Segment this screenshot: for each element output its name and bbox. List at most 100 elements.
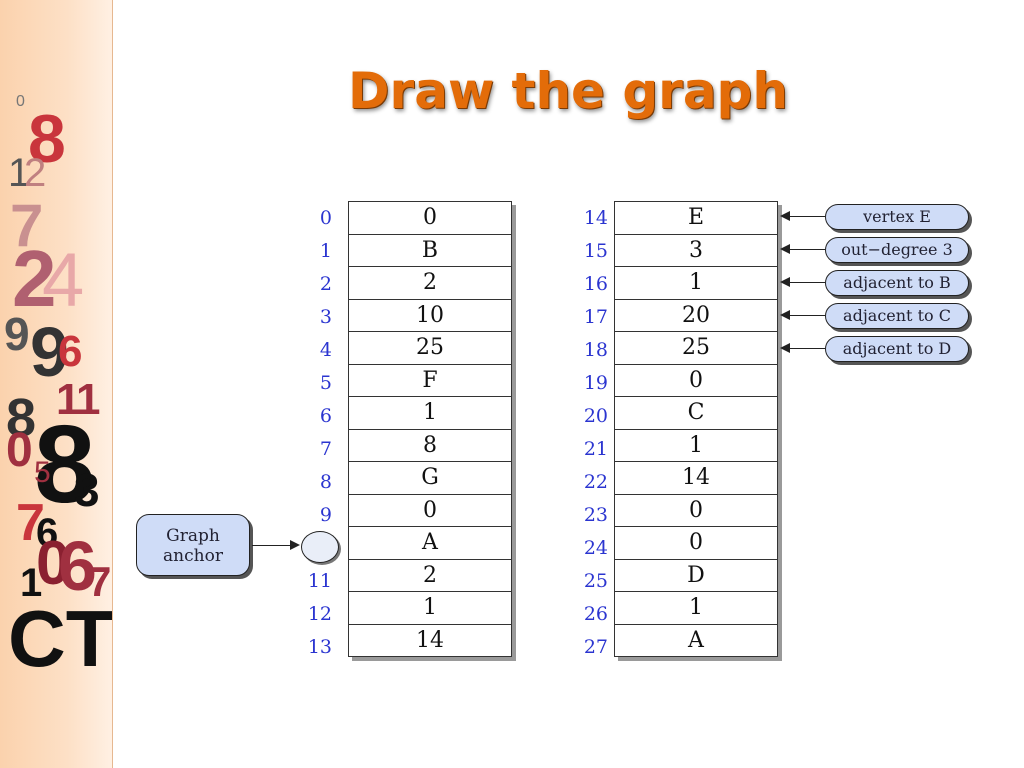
array-cell: A — [688, 627, 704, 653]
graph-anchor-bubble: Graph anchor — [136, 514, 250, 576]
array-index: 17 — [583, 306, 608, 328]
array-index: 1 — [319, 240, 332, 262]
sidebar-number: 0 — [16, 93, 25, 110]
array-index: 20 — [583, 405, 608, 427]
sidebar-number: 2 — [12, 234, 57, 323]
array-cell: 0 — [349, 202, 511, 235]
sidebar-number: 7 — [16, 494, 45, 552]
anchor-index-circle — [301, 531, 339, 563]
callout-arrow — [780, 277, 825, 287]
sidebar-number: 5 — [34, 456, 51, 489]
sidebar-number: 8 — [6, 388, 36, 448]
array-cell: 1 — [615, 267, 777, 300]
array-cell: B — [349, 235, 511, 267]
sidebar-number: 6 — [58, 327, 82, 376]
array-index: 18 — [583, 339, 608, 361]
array-index: 15 — [583, 240, 608, 262]
array-cell: C — [615, 397, 777, 430]
arrow-head-icon — [780, 310, 790, 320]
sidebar-number: 1 — [20, 561, 42, 605]
array-cell: 1 — [349, 397, 511, 430]
array-index: 27 — [583, 636, 608, 658]
callout-bubble: out−degree 3 — [825, 237, 969, 263]
sidebar-number: 7 — [88, 558, 111, 605]
array-cell: F — [349, 365, 511, 397]
array-index: 8 — [319, 471, 332, 493]
array-index: 24 — [583, 537, 608, 559]
array-cell: 25 — [349, 332, 511, 365]
array-index: 13 — [307, 636, 332, 658]
callout-arrow — [780, 244, 825, 254]
array-index: 23 — [583, 504, 608, 526]
sidebar-number: 0 — [36, 529, 70, 598]
arrow-head-icon — [780, 343, 790, 353]
callout-bubble: vertex E — [825, 204, 969, 230]
array-index: 7 — [319, 438, 332, 460]
array-cell: 1 — [349, 592, 511, 625]
sidebar-number: 2 — [24, 151, 46, 195]
array-index: 2 — [319, 273, 332, 295]
sidebar-number: 1 — [8, 151, 30, 195]
array-index: 21 — [583, 438, 608, 460]
array-index: 11 — [307, 570, 332, 592]
array-index: 0 — [319, 207, 332, 229]
sidebar-number: 8 — [34, 403, 95, 526]
sidebar-number: 4 — [42, 238, 84, 323]
callout-bubble: adjacent to C — [825, 303, 969, 329]
array-cell: 14 — [615, 462, 777, 495]
array-cell: 2 — [349, 560, 511, 592]
array-index: 9 — [319, 504, 332, 526]
callout-arrow — [780, 343, 825, 353]
array-cell: 14 — [416, 627, 444, 653]
arrow-head-icon — [780, 211, 790, 221]
sidebar-number: 3 — [74, 464, 100, 516]
array-index: 5 — [319, 372, 332, 394]
sidebar-number: 1 — [56, 375, 80, 424]
array-index: 16 — [583, 273, 608, 295]
array-index: 6 — [319, 405, 332, 427]
array-cell: 3 — [615, 235, 777, 267]
sidebar-numbers-art: 0 8 1 2 7 2 4 9 9 6 1 1 8 0 8 5 7 3 6 0 … — [4, 93, 112, 683]
array-cell: 1 — [615, 430, 777, 462]
graph-anchor-line1: Graph — [166, 526, 220, 546]
sidebar-number: 6 — [58, 527, 97, 605]
array-cell: G — [349, 462, 511, 495]
array-index: 4 — [319, 339, 332, 361]
array-cell: 10 — [349, 300, 511, 332]
array-index: 12 — [307, 603, 332, 625]
array-index: 14 — [583, 207, 608, 229]
array-cell: 25 — [615, 332, 777, 365]
callout-bubble: adjacent to B — [825, 270, 969, 296]
array-index: 25 — [583, 570, 608, 592]
anchor-arrow — [252, 540, 300, 550]
sidebar-number: 6 — [36, 511, 58, 555]
sidebar-number: 7 — [10, 192, 43, 259]
array-cell: 20 — [615, 300, 777, 332]
sidebar-number: 9 — [30, 313, 69, 391]
array-index: 26 — [583, 603, 608, 625]
sidebar-number: 0 — [6, 424, 33, 477]
array-index: 3 — [319, 306, 332, 328]
array-index: 22 — [583, 471, 608, 493]
array-cell: 8 — [349, 430, 511, 462]
array-cell: 2 — [349, 267, 511, 300]
sidebar-number: 9 — [4, 308, 30, 360]
array-cell: E — [615, 202, 777, 235]
array-cell: 0 — [349, 495, 511, 527]
decorative-sidebar: 0 8 1 2 7 2 4 9 9 6 1 1 8 0 8 5 7 3 6 0 … — [0, 0, 113, 768]
array-cell: D — [615, 560, 777, 592]
array-cell: 0 — [615, 365, 777, 397]
array-cell: 0 — [615, 495, 777, 527]
page-title: Draw the graph — [348, 62, 788, 120]
array-cell: 1 — [615, 592, 777, 625]
array-index: 19 — [583, 372, 608, 394]
sidebar-number: 8 — [28, 101, 66, 177]
arrow-head-icon — [780, 277, 790, 287]
sidebar-number: 1 — [76, 375, 100, 424]
arrow-head-icon — [780, 244, 790, 254]
callout-bubble: adjacent to D — [825, 336, 969, 362]
callout-arrow — [780, 211, 825, 221]
graph-anchor-line2: anchor — [163, 546, 223, 566]
array-cell: 0 — [615, 527, 777, 560]
array-cell: A — [349, 527, 511, 560]
